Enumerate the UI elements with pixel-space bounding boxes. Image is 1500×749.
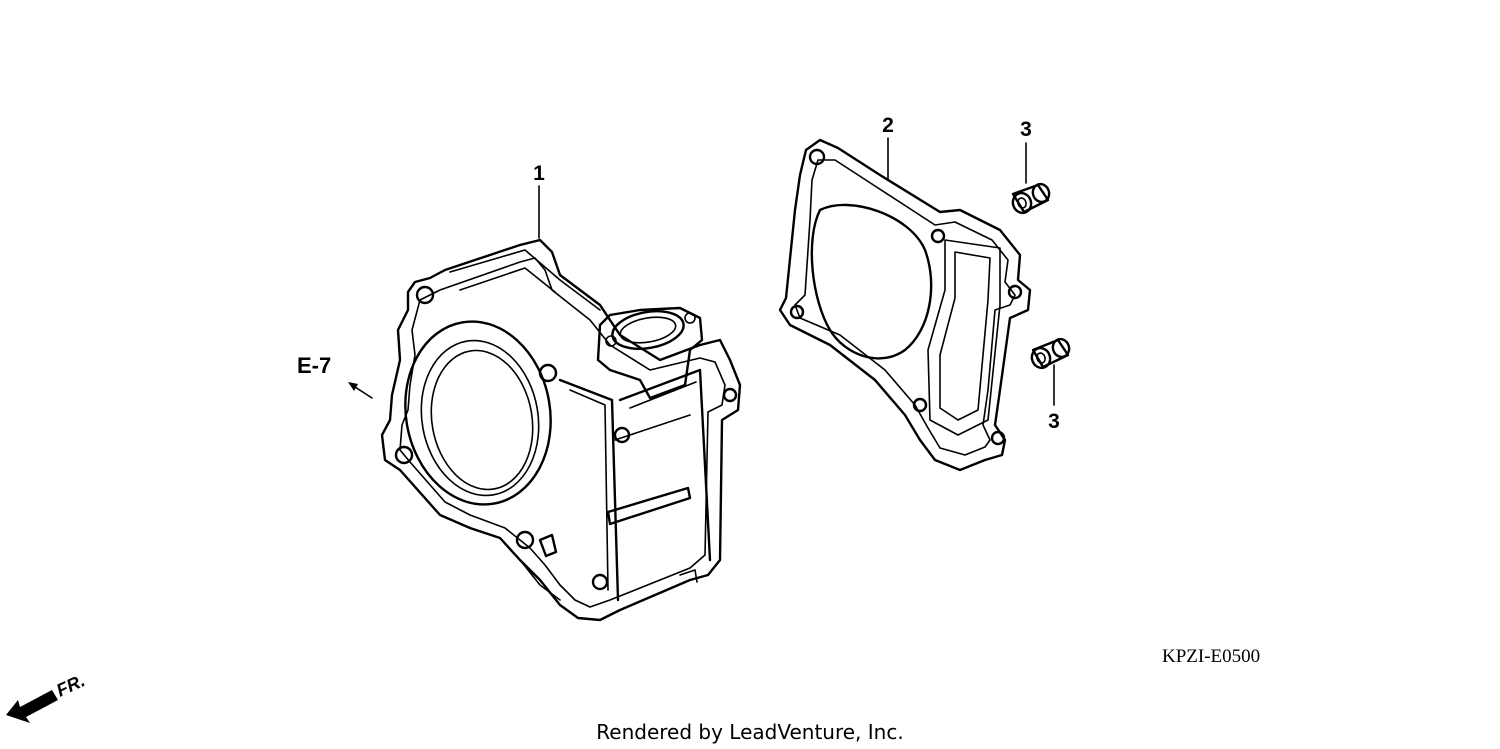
diagram-code: KPZI-E0500 — [1162, 646, 1260, 667]
callout-1[interactable]: 1 — [533, 162, 545, 185]
callout-3-upper[interactable]: 3 — [1020, 118, 1032, 141]
dowel-pin-upper[interactable] — [1010, 182, 1051, 216]
gasket-part[interactable] — [778, 138, 1032, 472]
front-arrow-icon — [6, 690, 58, 723]
cylinder-part[interactable] — [380, 238, 742, 622]
reference-arrow-icon — [348, 382, 373, 399]
reference-label[interactable]: E-7 — [297, 353, 331, 378]
footer-credit: Rendered by LeadVenture, Inc. — [596, 720, 903, 744]
dowel-pin-lower[interactable] — [1029, 337, 1071, 371]
front-indicator-label: FR. — [53, 670, 88, 700]
callout-2[interactable]: 2 — [882, 114, 894, 137]
callout-3-lower[interactable]: 3 — [1048, 410, 1060, 433]
